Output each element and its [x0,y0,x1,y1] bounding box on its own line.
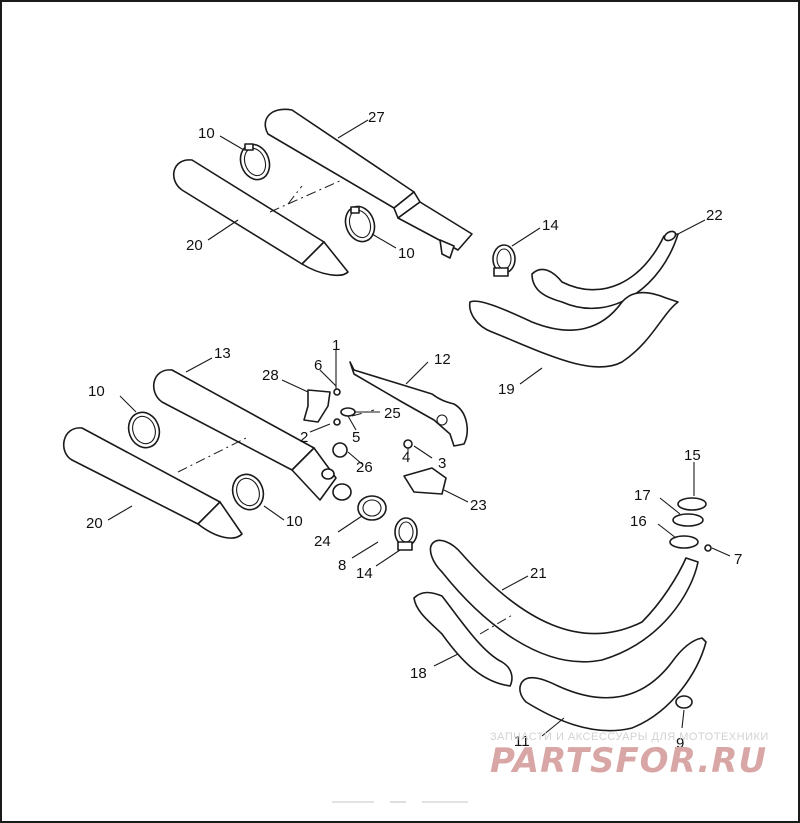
callout-7: 7 [734,551,742,568]
leader-lines [107,119,731,737]
gaskets [669,497,712,552]
callout-24: 24 [314,533,331,550]
clamp-10-b [344,205,376,243]
callout-18: 18 [410,665,427,682]
watermark: ЗАПЧАСТИ И АКСЕССУАРЫ ДЛЯ МОТОТЕХНИКИ PA… [490,731,769,781]
callout-10: 10 [398,245,415,262]
callout-20: 20 [86,515,103,532]
callout-2: 2 [300,429,308,446]
callout-1: 1 [332,337,340,354]
callout-12: 12 [434,351,451,368]
callout-10: 10 [198,125,215,142]
centerline-1 [269,179,343,213]
callout-19: 19 [498,381,515,398]
callout-5: 5 [352,429,360,446]
clamp-14-a [492,244,516,277]
callout-8: 8 [338,557,346,574]
callout-9: 9 [676,735,684,752]
callout-labels: 27 10 20 10 14 22 19 1 6 28 12 13 10 25 … [86,109,742,752]
callout-4: 4 [402,449,410,466]
clamp-14-b [394,517,418,551]
centerline-4 [479,613,515,635]
watermark-logo: PARTSFOR.RU [490,741,767,781]
callout-13: 13 [214,345,231,362]
bracket-12 [349,361,468,447]
muffler-27 [264,108,473,259]
clamp-10-a [239,143,271,181]
watermark-tagline: ЗАПЧАСТИ И АКСЕССУАРЫ ДЛЯ МОТОТЕХНИКИ [490,731,769,743]
callout-10: 10 [286,513,303,530]
muffler-20-lower [62,427,243,539]
callout-25: 25 [384,405,401,422]
callout-21: 21 [530,565,547,582]
callout-11: 11 [514,733,530,750]
clamp-9 [675,695,693,709]
callout-27: 27 [368,109,385,126]
callout-28: 28 [262,367,279,384]
heat-shield-11 [519,637,707,732]
heat-shield-19 [468,291,679,368]
centerline-2 [287,185,303,205]
callout-26: 26 [356,459,373,476]
callout-20: 20 [186,237,203,254]
header-pipe-21 [429,539,699,663]
callout-17: 17 [634,487,651,504]
clamp-24 [357,495,387,521]
callout-14: 14 [542,217,559,234]
muffler-13 [152,369,352,501]
callout-14: 14 [356,565,373,582]
callout-16: 16 [630,513,647,530]
callout-6: 6 [314,357,322,374]
clamp-10-c [127,411,161,449]
callout-10: 10 [88,383,105,400]
callout-23: 23 [470,497,487,514]
muffler-20-upper [172,159,349,277]
heat-shield-18 [413,591,513,687]
callout-15: 15 [684,447,701,464]
small-hardware [332,388,447,495]
bracket-28 [303,389,331,423]
callout-22: 22 [706,207,723,224]
centerline-5 [351,409,375,417]
centerline-3 [177,437,247,473]
callout-3: 3 [438,455,446,472]
clamp-10-d [231,473,265,511]
header-pipe-22 [531,230,679,310]
